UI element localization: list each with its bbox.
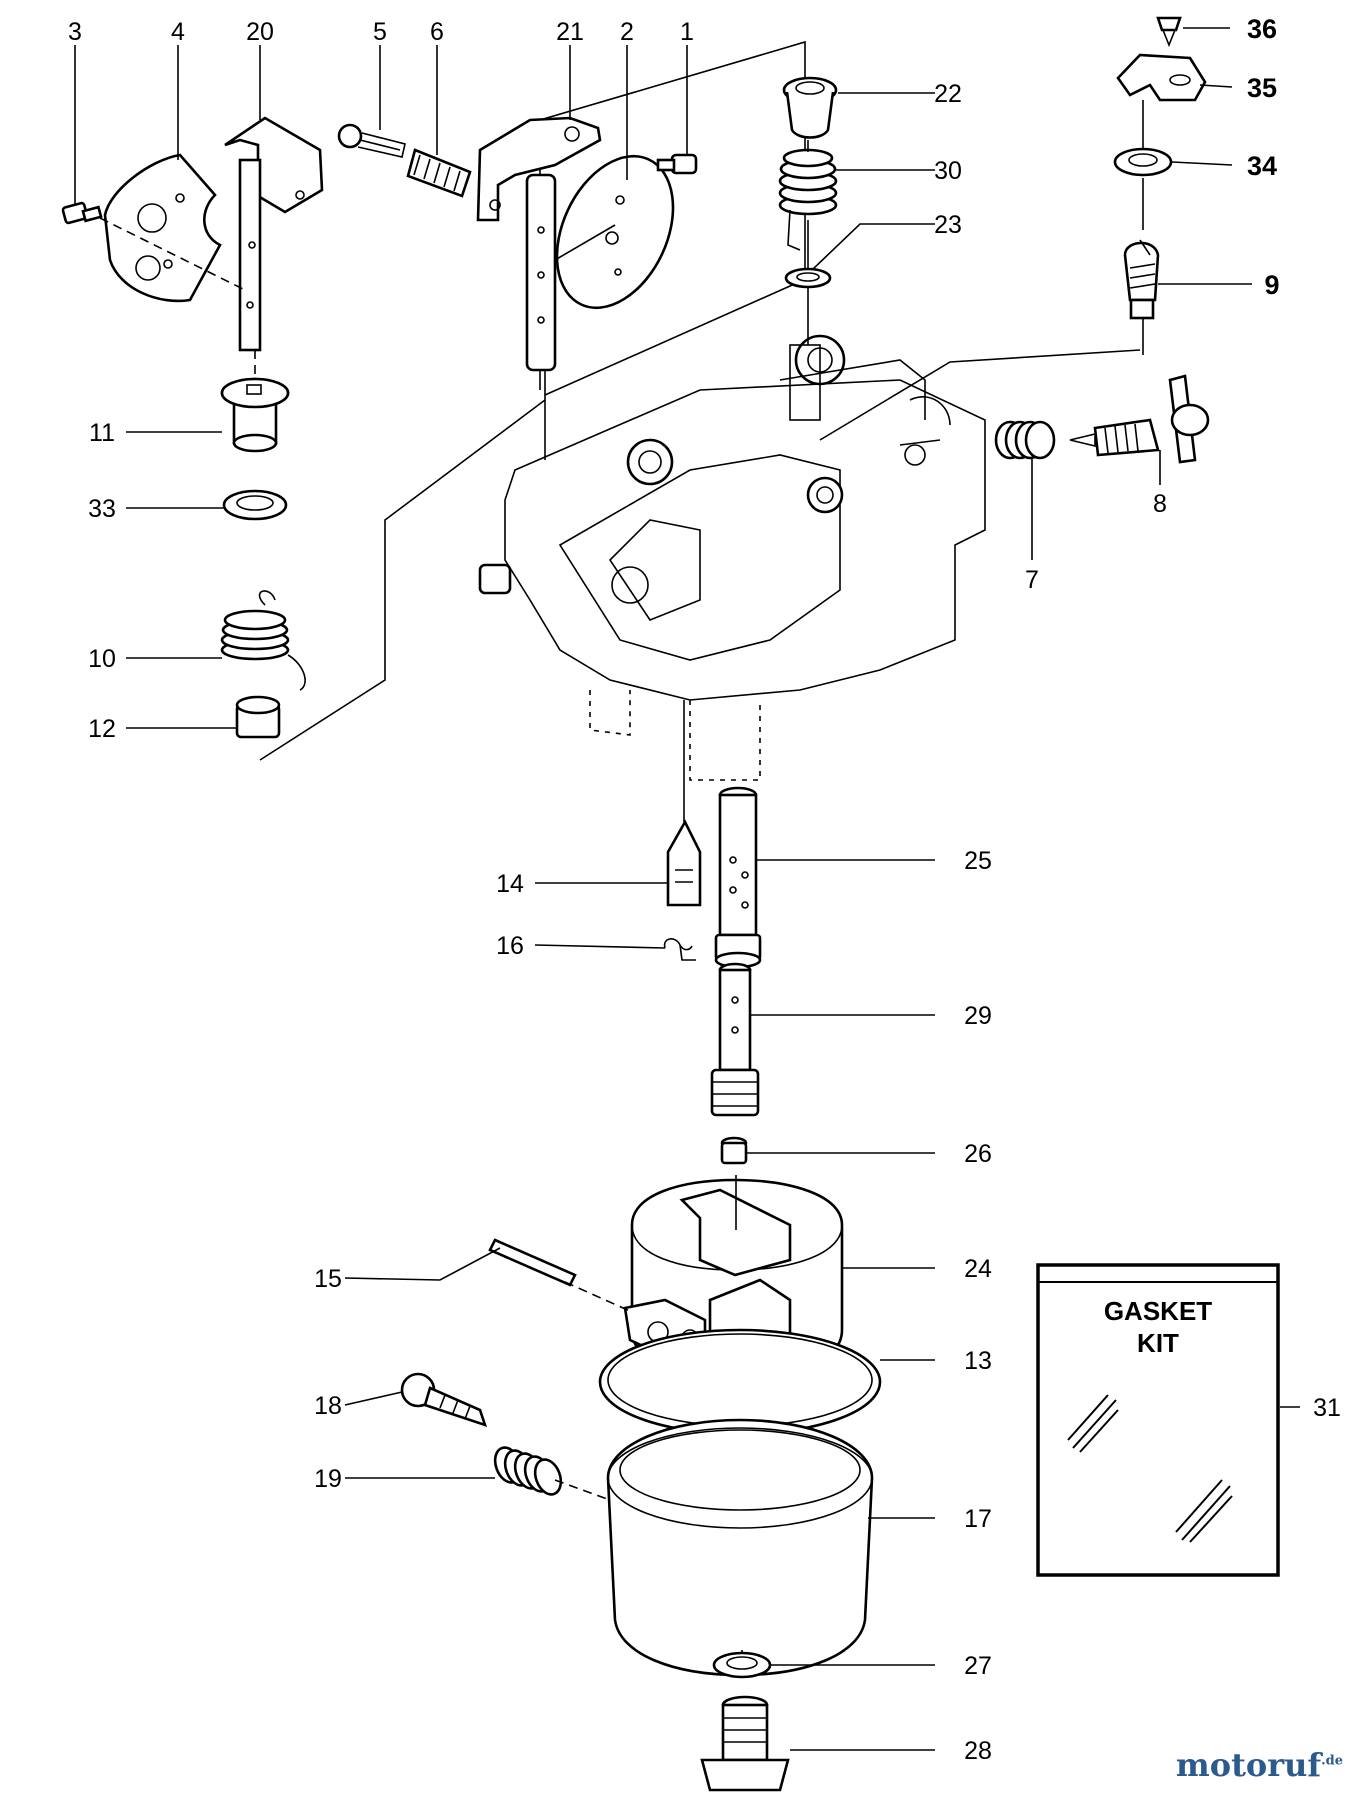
- watermark-brand: motoruf: [1175, 1746, 1322, 1784]
- part-5-screw: [337, 123, 406, 158]
- part-2-choke-plate: [555, 154, 675, 310]
- gasket-kit-line2: KIT: [1137, 1328, 1179, 1358]
- label-13: 13: [964, 1347, 992, 1375]
- part-34-washer: [1113, 147, 1173, 177]
- label-9: 9: [1264, 270, 1279, 300]
- label-34: 34: [1247, 151, 1277, 181]
- part-15-pin: [488, 1238, 577, 1287]
- label-12: 12: [88, 715, 116, 743]
- part-20-throttle-shaft: [224, 116, 324, 352]
- label-20: 20: [246, 18, 274, 46]
- part-9-screw: [1123, 239, 1160, 320]
- label-23: 23: [934, 211, 962, 239]
- part-19-spring: [493, 1446, 563, 1496]
- part-10-spring: [220, 590, 306, 691]
- label-29: 29: [964, 1002, 992, 1030]
- label-31: 31: [1313, 1394, 1341, 1422]
- label-36: 36: [1247, 14, 1277, 44]
- part-3-screw: [61, 201, 103, 225]
- part-12-cap: [235, 695, 281, 739]
- part-23-washer: [784, 267, 832, 289]
- label-11: 11: [89, 419, 115, 447]
- carburetor-body: [478, 334, 986, 781]
- label-26: 26: [964, 1140, 992, 1168]
- part-29-main-jet-tube: [710, 962, 760, 1117]
- part-31-gasket-kit: GASKET KIT: [1036, 1263, 1280, 1577]
- label-15: 15: [314, 1265, 342, 1293]
- label-16: 16: [496, 932, 524, 960]
- label-33: 33: [88, 495, 116, 523]
- part-11-bushing: [220, 377, 290, 453]
- part-35-bracket: [1116, 53, 1207, 102]
- label-19: 19: [314, 1465, 342, 1493]
- label-21: 21: [556, 18, 584, 46]
- part-6-spring: [406, 148, 472, 198]
- label-1: 1: [680, 18, 694, 46]
- label-17: 17: [964, 1505, 992, 1533]
- part-8-needle: [1069, 374, 1210, 464]
- label-5: 5: [373, 18, 387, 46]
- watermark-tld: .de: [1321, 1753, 1343, 1769]
- part-25-emulsion-tube: [714, 786, 762, 969]
- part-16-clip: [663, 938, 696, 961]
- part-13-gasket: [598, 1328, 882, 1436]
- label-14: 14: [496, 870, 524, 898]
- label-3: 3: [68, 18, 82, 46]
- motoruf-watermark: motoruf.de: [1176, 1746, 1343, 1784]
- label-8: 8: [1153, 490, 1167, 518]
- label-27: 27: [964, 1652, 992, 1680]
- label-7: 7: [1025, 566, 1039, 594]
- part-26-jet: [720, 1136, 748, 1165]
- part-22-cap: [782, 76, 838, 139]
- part-14-inlet-needle: [666, 819, 702, 907]
- part-33-washer: [222, 489, 288, 521]
- part-17-float-bowl: [606, 1418, 874, 1677]
- label-24: 24: [964, 1255, 992, 1283]
- label-30: 30: [934, 157, 962, 185]
- label-28: 28: [964, 1737, 992, 1765]
- assembly-frame-lines: [259, 40, 1141, 761]
- label-4: 4: [171, 18, 185, 46]
- alignment-lines: [99, 100, 1144, 1653]
- part-21-choke-shaft: [476, 116, 602, 372]
- part-30-spring: [778, 148, 838, 251]
- part-1-screw: [656, 153, 698, 175]
- label-2: 2: [620, 18, 634, 46]
- label-35: 35: [1247, 73, 1277, 103]
- label-22: 22: [934, 80, 962, 108]
- part-36-screw: [1156, 16, 1182, 48]
- leader-lines: [74, 27, 1300, 1751]
- label-10: 10: [88, 645, 116, 673]
- part-27-washer: [712, 1651, 772, 1679]
- gasket-kit-line1: GASKET: [1104, 1296, 1212, 1326]
- label-25: 25: [964, 847, 992, 875]
- label-18: 18: [314, 1392, 342, 1420]
- part-7-spring: [994, 420, 1056, 460]
- part-18-screw: [400, 1372, 488, 1428]
- callout-labels: 3 4 20 5 6 21 2 1 22 30 23 36 35 34 9 11…: [68, 14, 1341, 1765]
- label-6: 6: [430, 18, 444, 46]
- part-4-throttle-plate: [103, 153, 222, 303]
- part-28-bowl-nut: [700, 1695, 790, 1792]
